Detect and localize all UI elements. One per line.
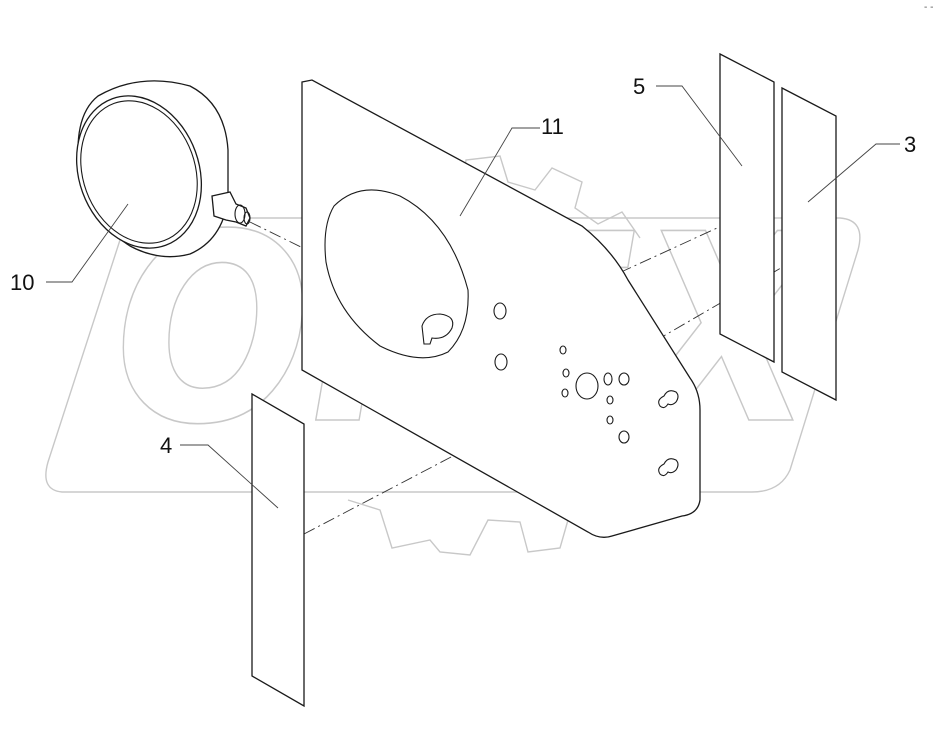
mounting-plate: [301, 79, 701, 538]
leader-4: [180, 444, 279, 509]
lamp-lens-rim: [80, 100, 198, 244]
leader-11: [459, 127, 540, 217]
decal-strip-a: [719, 52, 775, 364]
leader-3: [807, 143, 900, 203]
mount-hole: [559, 345, 567, 355]
mount-hole: [493, 302, 507, 320]
decal-strip-b: [781, 86, 837, 402]
mount-hole: [606, 415, 614, 425]
mount-hole: [606, 395, 614, 405]
callout-3: 3: [904, 132, 916, 157]
leader-lines: [46, 85, 900, 509]
decal-strip-c: [251, 392, 305, 708]
callout-11: 11: [541, 114, 564, 139]
centerline-strip-4: [303, 399, 561, 535]
watermark-gear-lower: [347, 499, 599, 556]
keyhole-slot: [421, 313, 454, 345]
mount-hole: [618, 430, 630, 444]
decal-strip-c-outline: [251, 392, 305, 708]
mount-hole: [562, 368, 570, 378]
round-lamp: [75, 80, 251, 258]
lamp-connector-tip: [243, 211, 251, 225]
callout-4: 4: [160, 433, 172, 458]
lamp-lens: [75, 95, 203, 249]
callout-10: 10: [10, 270, 34, 295]
leader-10: [46, 203, 129, 283]
center-hole: [575, 372, 599, 400]
corner-mark: - -: [924, 2, 933, 13]
callouts: 10 11 5 3 4: [10, 74, 916, 458]
decal-strip-a-outline: [719, 52, 775, 364]
lamp-connector: [211, 191, 251, 227]
decal-strip-b-outline: [781, 86, 837, 402]
dumbbell-slot: [658, 458, 679, 477]
callout-5: 5: [633, 74, 645, 99]
mount-hole: [618, 372, 630, 386]
mount-hole: [603, 372, 613, 386]
mount-hole: [494, 353, 508, 371]
mount-hole: [561, 388, 569, 398]
dumbbell-slot: [658, 390, 679, 409]
leader-5: [656, 85, 743, 167]
